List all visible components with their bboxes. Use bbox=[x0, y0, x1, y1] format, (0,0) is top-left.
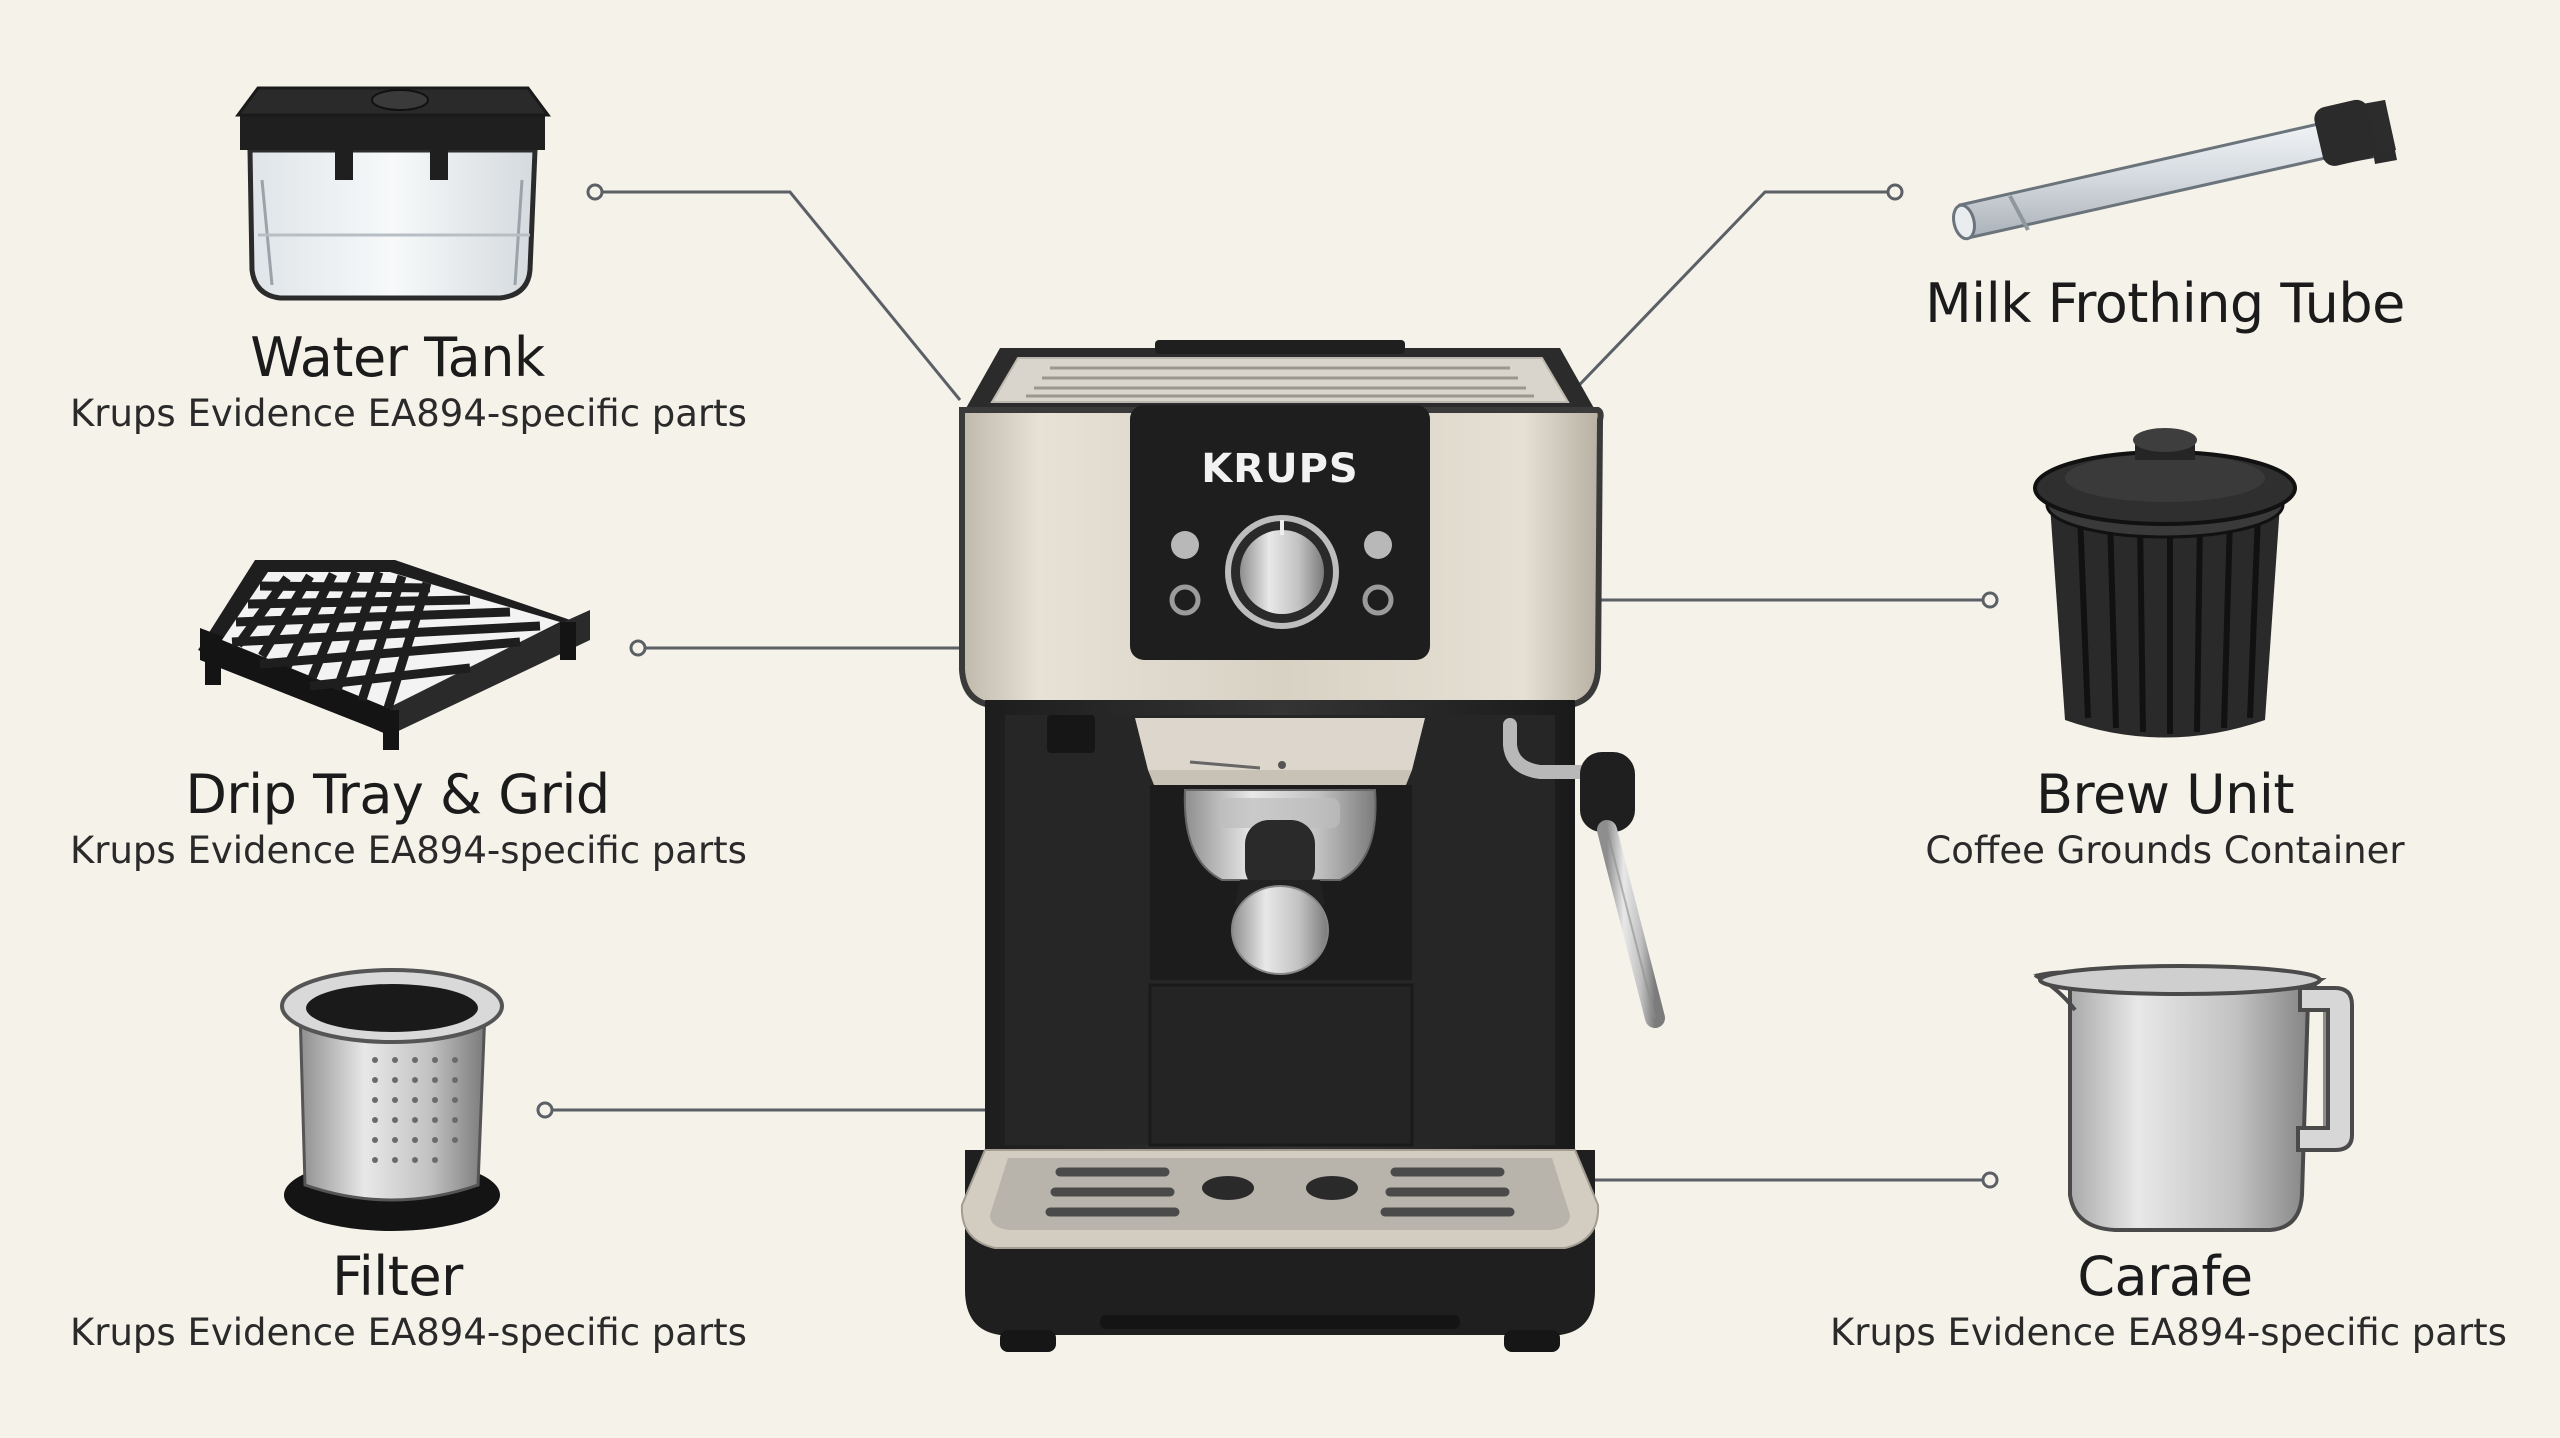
leader-water-tank bbox=[595, 190, 962, 401]
part-title: Carafe bbox=[2077, 1245, 2253, 1308]
steam-button bbox=[1169, 584, 1201, 616]
part-subtitle: Krups Evidence EA894-specific parts bbox=[1830, 1311, 2507, 1354]
part-subtitle: Krups Evidence EA894-specific parts bbox=[70, 392, 747, 435]
leader-dot bbox=[536, 1101, 554, 1119]
hot-water-button bbox=[1362, 584, 1394, 616]
water-tank-icon bbox=[235, 86, 551, 301]
part-subtitle: Krups Evidence EA894-specific parts bbox=[70, 1311, 747, 1354]
spout-nozzle bbox=[1231, 885, 1329, 975]
part-subtitle: Krups Evidence EA894-specific parts bbox=[70, 829, 747, 872]
filter-icon bbox=[280, 968, 504, 1231]
part-subtitle: Coffee Grounds Container bbox=[1925, 829, 2405, 872]
leader-milk-tube bbox=[1558, 190, 1895, 407]
drip-tray-grid-icon bbox=[198, 560, 590, 750]
carafe-handle-icon bbox=[2296, 986, 2354, 1152]
espresso-machine: KRUPS bbox=[959, 340, 1665, 1352]
power-button bbox=[1171, 531, 1199, 559]
label-brew-unit: Brew Unit Coffee Grounds Container bbox=[1840, 763, 2490, 875]
group-head bbox=[1135, 718, 1425, 770]
part-title: Brew Unit bbox=[2035, 763, 2295, 826]
leader-dot bbox=[1981, 591, 1999, 609]
leader-dot bbox=[586, 183, 604, 201]
label-carafe: Carafe Krups Evidence EA894-specific par… bbox=[1830, 1245, 2507, 1357]
brew-unit-icon bbox=[2033, 428, 2297, 738]
steam-wand bbox=[1503, 718, 1665, 1028]
label-water-tank: Water Tank Krups Evidence EA894-specific… bbox=[70, 326, 747, 438]
part-title: Filter bbox=[332, 1245, 463, 1308]
leader-dot bbox=[629, 639, 647, 657]
milk-frothing-tube-icon bbox=[1952, 99, 2397, 241]
label-milk-tube: Milk Frothing Tube bbox=[1840, 272, 2490, 336]
part-title: Milk Frothing Tube bbox=[1925, 272, 2405, 335]
part-title: Drip Tray & Grid bbox=[185, 763, 610, 826]
espresso-button bbox=[1364, 531, 1392, 559]
leader-dot bbox=[1886, 183, 1904, 201]
brand-logo: KRUPS bbox=[1201, 446, 1358, 492]
label-drip-tray: Drip Tray & Grid Krups Evidence EA894-sp… bbox=[70, 763, 747, 875]
part-title: Water Tank bbox=[250, 326, 545, 389]
leader-dot bbox=[1981, 1171, 1999, 1189]
label-filter: Filter Krups Evidence EA894-specific par… bbox=[70, 1245, 747, 1357]
